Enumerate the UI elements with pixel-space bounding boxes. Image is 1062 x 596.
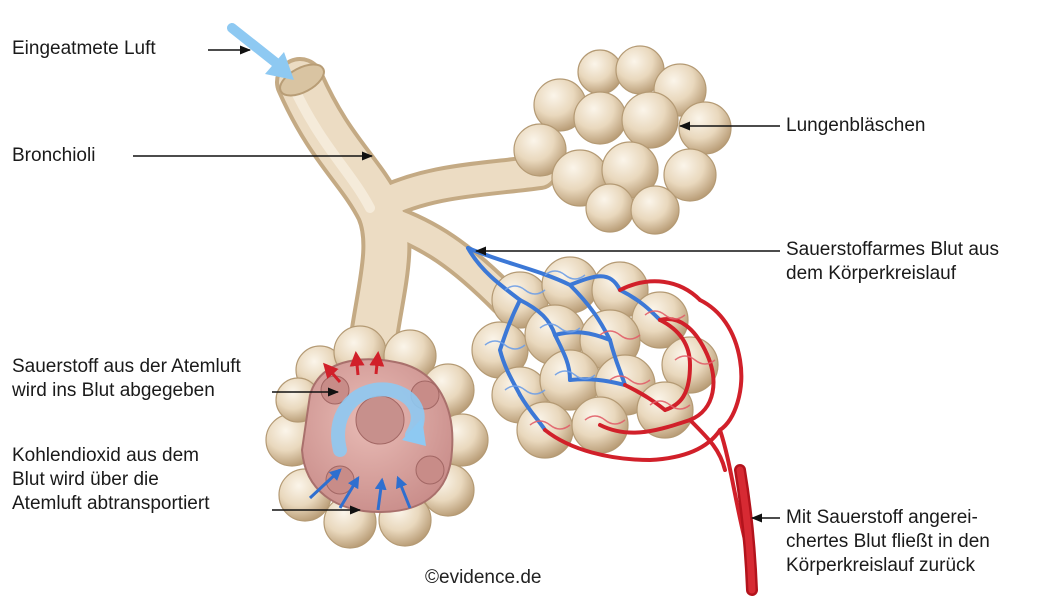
copyright-icon: © (425, 567, 439, 588)
inhaled-air-arrow (232, 28, 294, 80)
label-oxygenated-blood-line3: Körperkreislauf zurück (786, 554, 990, 578)
label-deoxygenated-blood-line1: Sauerstoffarmes Blut aus (786, 238, 999, 262)
label-bronchioles: Bronchioli (12, 144, 95, 168)
label-co2-removal-line1: Kohlendioxid aus dem (12, 444, 209, 468)
alveolus-cross-section (266, 326, 488, 548)
label-co2-removal-line2: Blut wird über die (12, 468, 209, 492)
label-oxygen-release-line1: Sauerstoff aus der Atemluft (12, 355, 241, 379)
copyright-credit: ©evidence.de (425, 567, 541, 589)
credit-text: evidence.de (439, 567, 541, 588)
label-bronchioles-text: Bronchioli (12, 144, 95, 168)
label-co2-removal: Kohlendioxid aus dem Blut wird über die … (12, 444, 209, 516)
label-oxygenated-blood: Mit Sauerstoff angerei- chertes Blut fli… (786, 506, 990, 578)
capillary-network (468, 248, 752, 590)
label-oxygenated-blood-line1: Mit Sauerstoff angerei- (786, 506, 990, 530)
label-oxygen-release: Sauerstoff aus der Atemluft wird ins Blu… (12, 355, 241, 403)
label-deoxygenated-blood: Sauerstoffarmes Blut aus dem Körperkreis… (786, 238, 999, 286)
label-inhaled-air-text: Eingeatmete Luft (12, 37, 156, 61)
label-alveoli-text: Lungenbläschen (786, 114, 925, 138)
label-deoxygenated-blood-line2: dem Körperkreislauf (786, 262, 999, 286)
label-co2-removal-line3: Atemluft abtransportiert (12, 492, 209, 516)
label-oxygenated-blood-line2: chertes Blut fließt in den (786, 530, 990, 554)
label-inhaled-air: Eingeatmete Luft (12, 37, 156, 61)
label-oxygen-release-line2: wird ins Blut abgegeben (12, 379, 241, 403)
label-alveoli: Lungenbläschen (786, 114, 925, 138)
alveolar-sac-cluster (514, 46, 731, 234)
